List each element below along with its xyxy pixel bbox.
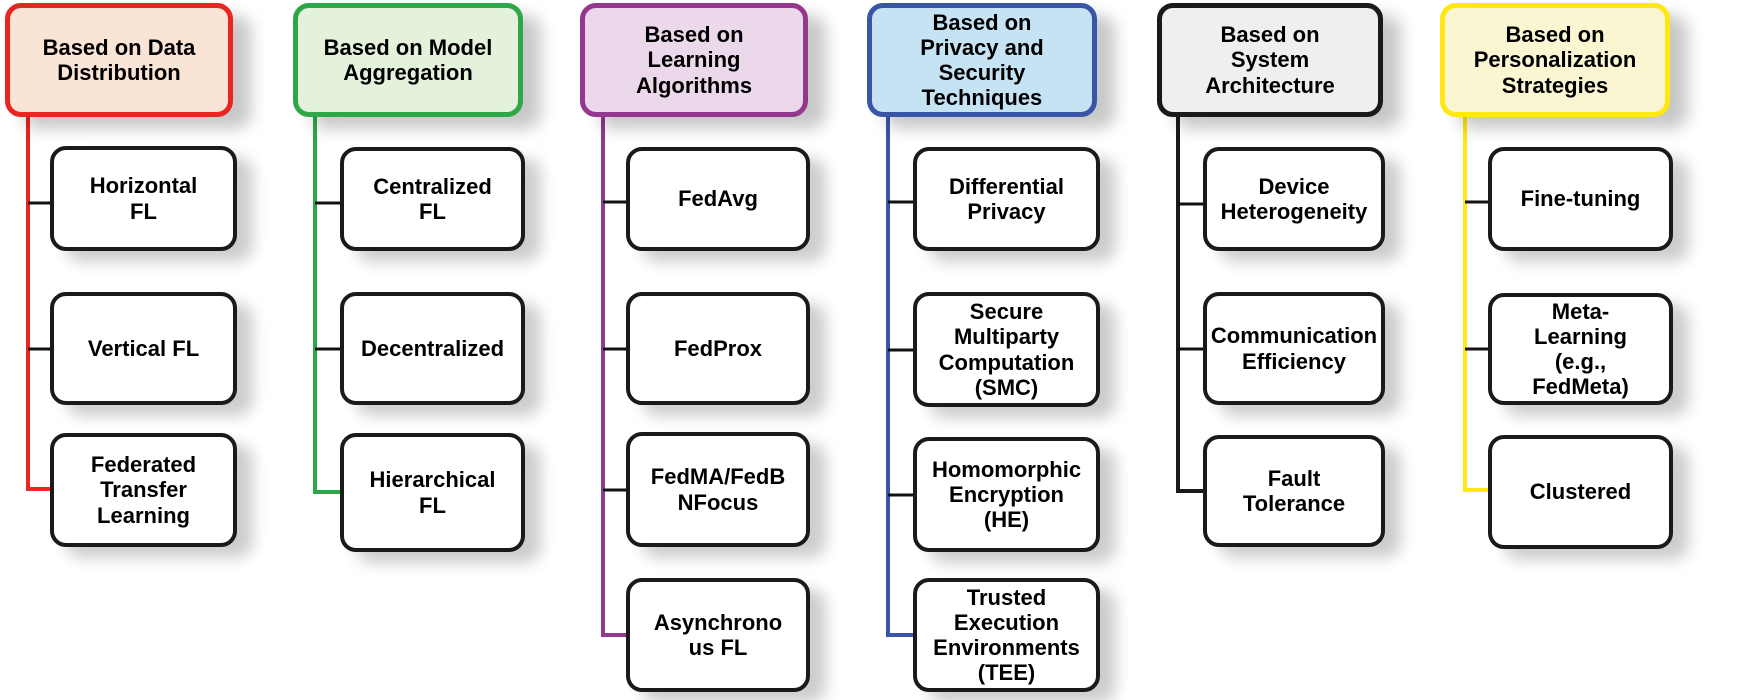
connector-personalization (1463, 112, 1490, 492)
category-header-data-distribution: Based on Data Distribution (5, 3, 233, 117)
category-header-system-architecture: Based on System Architecture (1157, 3, 1383, 117)
node-homomorphic-encryption: Homomorphic Encryption (HE) (913, 437, 1100, 552)
category-header-learning-algorithms: Based on Learning Algorithms (580, 3, 808, 117)
connector-privacy-security (886, 117, 915, 637)
node-device-heterogeneity: Device Heterogeneity (1203, 147, 1385, 251)
node-differential-privacy: Differential Privacy (913, 147, 1100, 251)
node-fault-tolerance: Fault Tolerance (1203, 435, 1385, 547)
node-fedprox: FedProx (626, 292, 810, 405)
node-fine-tuning: Fine-tuning (1488, 147, 1673, 251)
connector-data-distribution (26, 115, 52, 491)
category-header-privacy-security: Based on Privacy and Security Techniques (867, 3, 1097, 117)
node-trusted-execution-environments: Trusted Execution Environments (TEE) (913, 578, 1100, 692)
node-clustered: Clustered (1488, 435, 1673, 549)
connector-model-aggregation (313, 115, 342, 494)
node-hierarchical-fl: Hierarchical FL (340, 433, 525, 552)
node-federated-transfer-learning: Federated Transfer Learning (50, 433, 237, 547)
node-meta-learning: Meta- Learning (e.g., FedMeta) (1488, 293, 1673, 405)
category-header-model-aggregation: Based on Model Aggregation (293, 3, 523, 117)
node-fedma-fedbnfocus: FedMA/FedB NFocus (626, 432, 810, 547)
connector-system-architecture (1176, 115, 1205, 493)
node-communication-efficiency: Communication Efficiency (1203, 292, 1385, 405)
node-vertical-fl: Vertical FL (50, 292, 237, 405)
node-asynchronous-fl: Asynchrono us FL (626, 578, 810, 692)
node-centralized-fl: Centralized FL (340, 147, 525, 251)
connector-learning-algorithms (601, 115, 628, 637)
node-horizontal-fl: Horizontal FL (50, 146, 237, 251)
node-secure-multiparty-computation: Secure Multiparty Computation (SMC) (913, 292, 1100, 407)
node-fedavg: FedAvg (626, 147, 810, 251)
category-header-personalization: Based on Personalization Strategies (1440, 3, 1670, 117)
node-decentralized: Decentralized (340, 292, 525, 405)
